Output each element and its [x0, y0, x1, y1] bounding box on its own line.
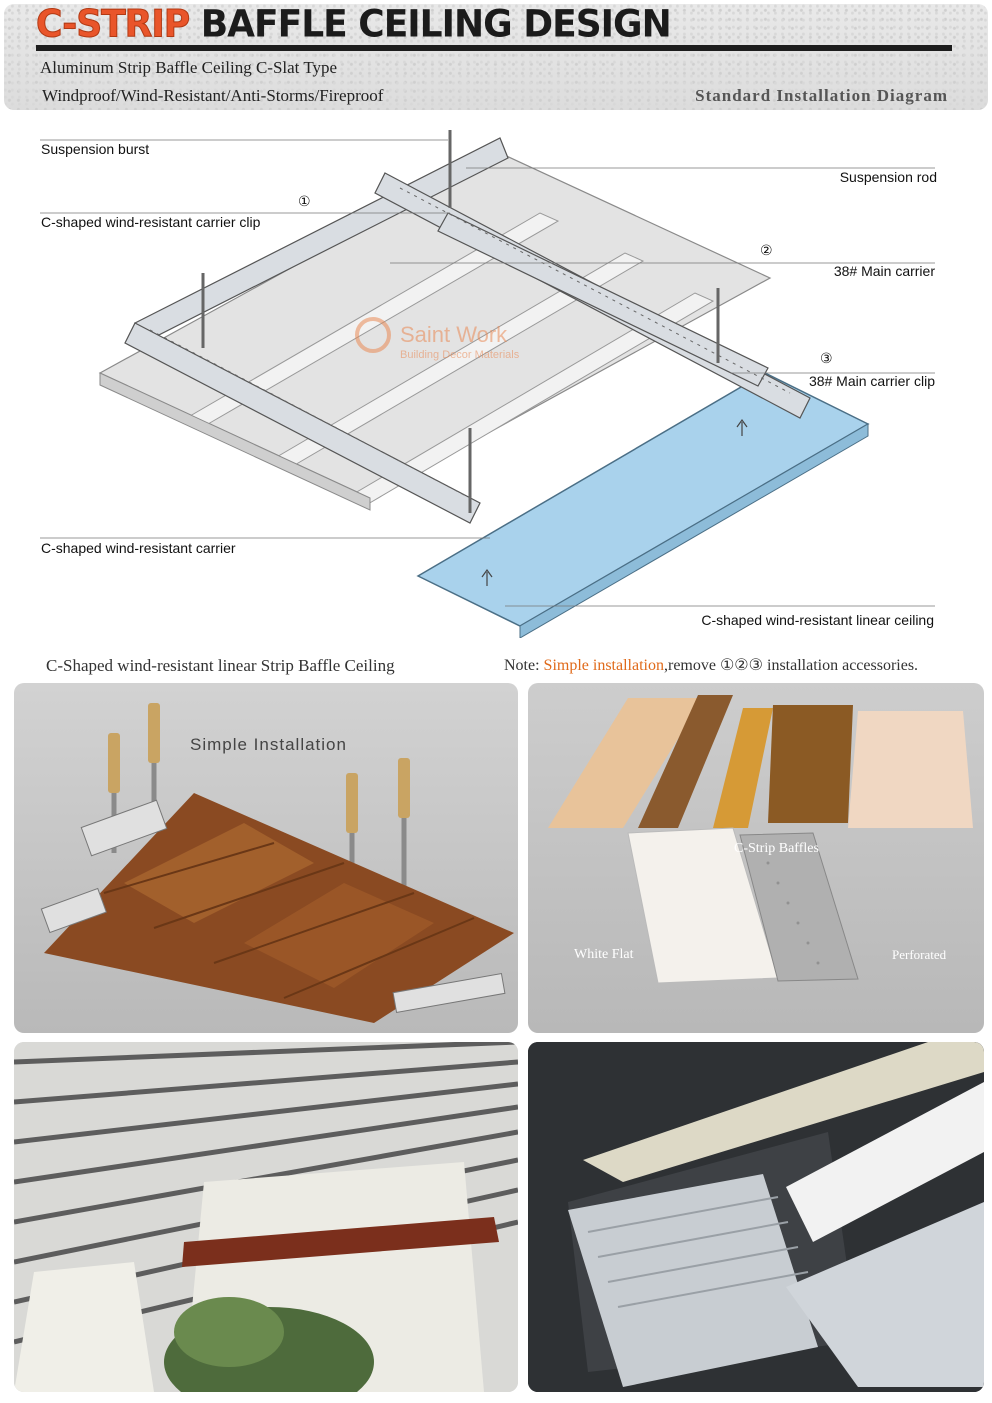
installation-illustration — [40, 703, 514, 1023]
label-linear-ceiling: C-shaped wind-resistant linear ceiling — [701, 612, 934, 628]
page-title: C-STRIP BAFFLE CEILING DESIGN — [35, 2, 672, 47]
note-prefix: Note: — [504, 657, 544, 674]
leader-lines — [40, 139, 935, 607]
installation-note: Note: Simple installation,remove ①②③ ins… — [504, 655, 918, 675]
label-main-carrier-clip: 38# Main carrier clip — [809, 373, 935, 389]
photo-strip-finishes: C-Strip Baffles White Flat Perforated — [528, 683, 984, 1033]
watermark-tagline: Building Decor Materials — [400, 349, 520, 361]
label-perforated: Perforated — [892, 947, 947, 962]
note-rest: ,remove ①②③ installation accessories. — [663, 657, 919, 674]
marker-2: ② — [760, 243, 773, 259]
subtitle-product: Aluminum Strip Baffle Ceiling C-Slat Typ… — [40, 58, 338, 77]
finish-samples — [548, 695, 973, 984]
suspension-rods — [201, 130, 720, 513]
subtitle-features: Windproof/Wind-Resistant/Anti-Storms/Fir… — [42, 86, 384, 105]
photo-simple-installation: Simple Installation — [14, 683, 518, 1033]
watermark-logo: Saint Work Building Decor Materials — [355, 317, 520, 361]
label-main-carrier: 38# Main carrier — [834, 263, 935, 279]
installation-diagram: Suspension burst Suspension rod ① C-shap… — [40, 130, 937, 638]
title-accent: C-STRIP — [35, 2, 190, 47]
label-c-strip-baffles: C-Strip Baffles — [734, 841, 819, 856]
main-carriers — [124, 137, 811, 524]
marker-1: ① — [298, 194, 311, 210]
carrier-teeth — [149, 187, 791, 499]
photo-strip-profiles — [528, 1042, 984, 1392]
label-white-flat: White Flat — [574, 947, 634, 962]
label-wind-carrier: C-shaped wind-resistant carrier — [41, 540, 236, 556]
watermark-name: Saint Work — [400, 322, 508, 347]
diagram-heading: Standard Installation Diagram — [695, 86, 948, 105]
caption-product: C-Shaped wind-resistant linear Strip Baf… — [46, 656, 395, 675]
marker-3: ③ — [820, 351, 833, 367]
profile-closeup — [528, 1042, 984, 1392]
header-banner — [4, 4, 988, 110]
label-carrier-clip: C-shaped wind-resistant carrier clip — [41, 214, 261, 230]
install-arrows — [481, 418, 748, 586]
title-rest: BAFFLE CEILING DESIGN — [200, 2, 672, 47]
panel1-heading: Simple Installation — [190, 735, 347, 754]
title-underline — [36, 45, 952, 51]
note-highlight: Simple installation — [543, 657, 664, 674]
label-suspension-burst: Suspension burst — [41, 141, 149, 157]
label-suspension-rod: Suspension rod — [840, 169, 937, 185]
photo-installed-ceiling — [14, 1042, 518, 1392]
ceiling-photo — [14, 1042, 518, 1392]
